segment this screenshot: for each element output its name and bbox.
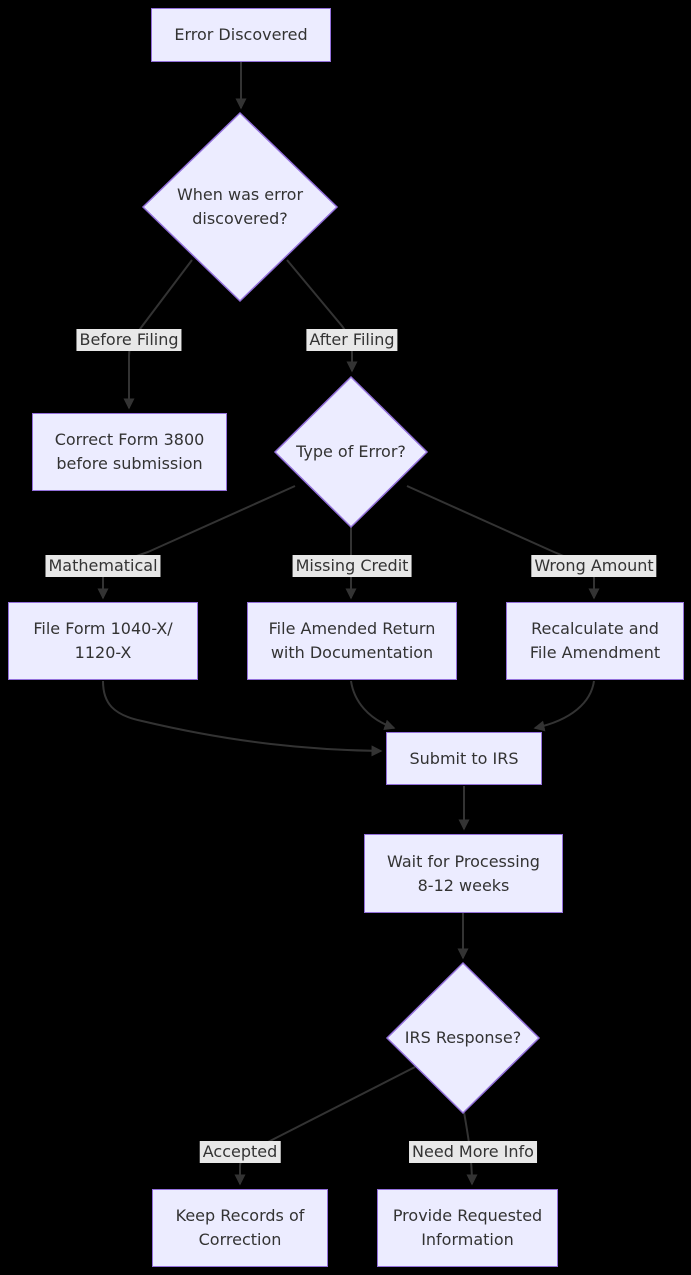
edge-label-wrong-amount: Wrong Amount: [531, 555, 657, 577]
edge-when-to-type-of-error: [286, 259, 358, 373]
edge-amended-to-submit: [350, 680, 396, 731]
node-file-amended-return: File Amended Return with Documentation: [247, 602, 457, 680]
edge-type-to-recalculate: [406, 485, 600, 600]
edge-label-missing-credit: Missing Credit: [292, 555, 412, 577]
node-correct-form-3800: Correct Form 3800 before submission: [32, 413, 227, 491]
edge-label-need-more-info: Need More Info: [409, 1141, 537, 1163]
node-file-form-1040x: File Form 1040-X/ 1120-X: [8, 602, 198, 680]
edge-recalculate-to-submit: [533, 680, 595, 732]
node-submit-to-irs: Submit to IRS: [386, 732, 542, 785]
edge-label-accepted: Accepted: [199, 1141, 281, 1163]
node-label: Recalculate and File Amendment: [529, 619, 661, 662]
node-label: Submit to IRS: [409, 748, 519, 768]
edge-label-mathematical: Mathematical: [45, 555, 161, 577]
decision-irs-response: [385, 961, 541, 1115]
node-label: Error Discovered: [174, 25, 308, 44]
decision-type-of-error: [273, 375, 429, 529]
edge-label-after-filing: After Filing: [306, 329, 398, 351]
node-label: Keep Records of Correction: [175, 1206, 305, 1249]
node-label: Correct Form 3800 before submission: [54, 430, 205, 473]
node-keep-records: Keep Records of Correction: [152, 1189, 328, 1267]
edge-type-to-file-1040x: [97, 485, 296, 600]
decision-when-was-error-discovered: [141, 111, 339, 303]
node-error-discovered: Error Discovered: [151, 8, 331, 62]
node-label: Provide Requested Information: [392, 1206, 543, 1249]
node-label: File Amended Return with Documentation: [268, 619, 436, 662]
node-wait-processing: Wait for Processing 8-12 weeks: [364, 834, 563, 913]
node-recalculate-amendment: Recalculate and File Amendment: [506, 602, 684, 680]
edge-label-before-filing: Before Filing: [76, 329, 182, 351]
node-label: Wait for Processing 8-12 weeks: [387, 851, 540, 895]
node-provide-info: Provide Requested Information: [377, 1189, 558, 1267]
node-label: File Form 1040-X/ 1120-X: [33, 619, 173, 662]
edge-1040x-to-submit: [102, 680, 383, 757]
edge-response-to-keep-records: [234, 1066, 416, 1186]
